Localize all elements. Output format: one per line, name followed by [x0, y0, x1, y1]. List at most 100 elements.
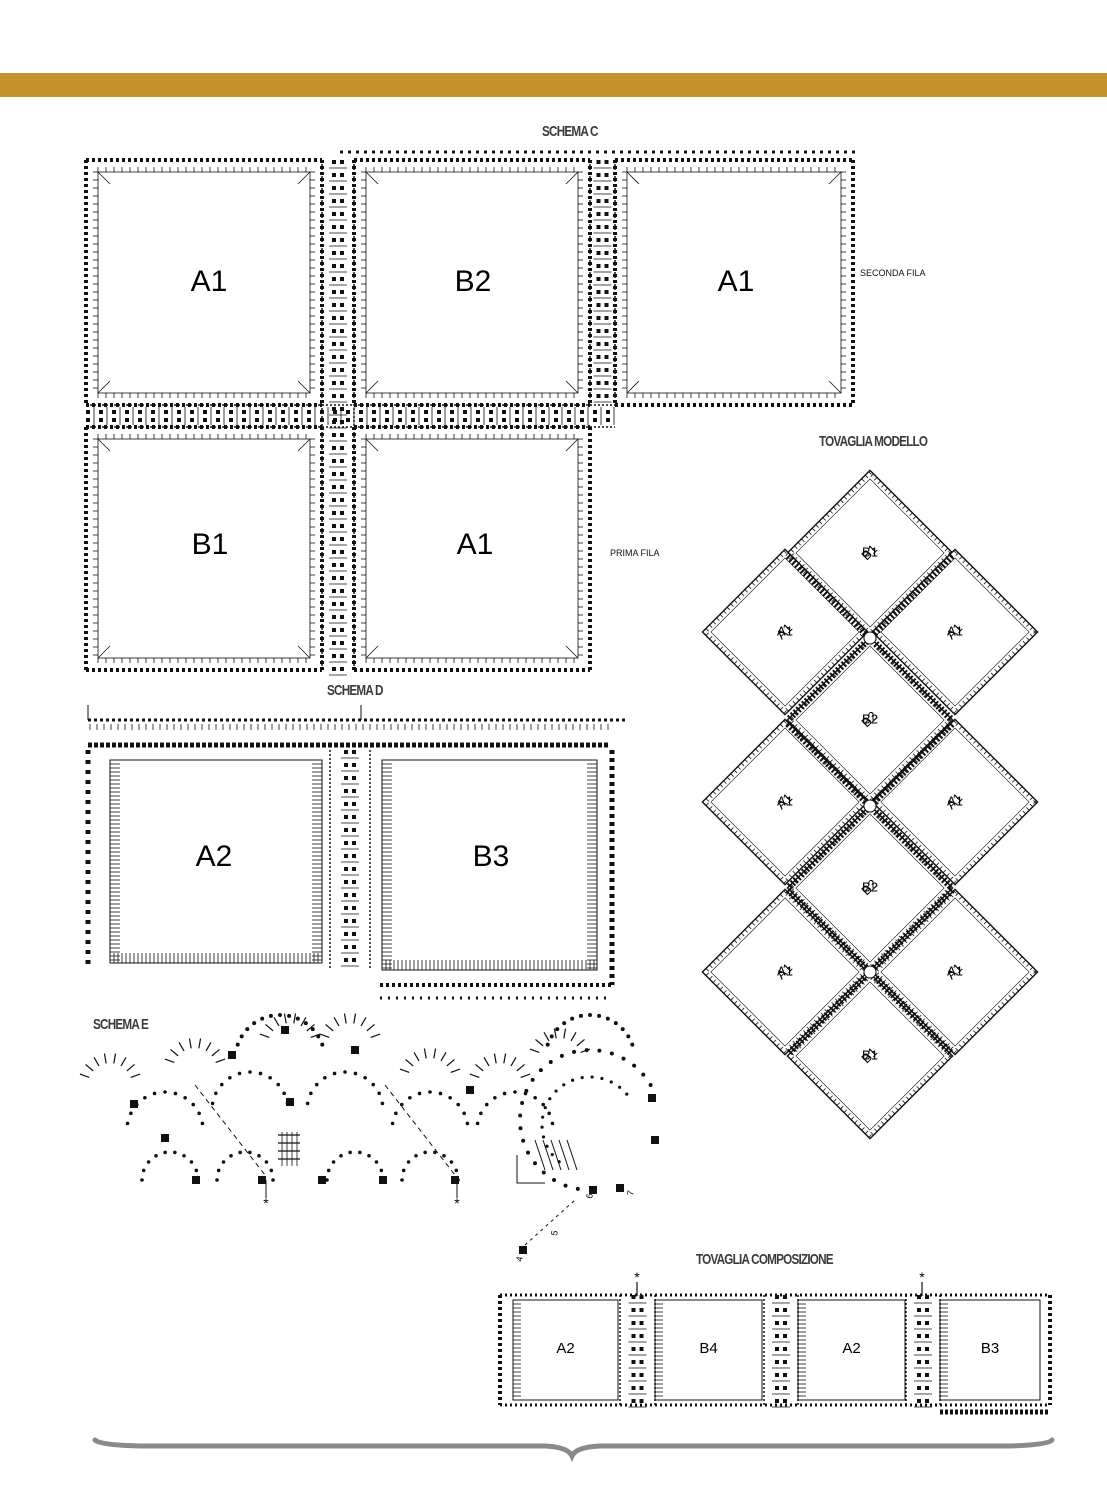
stitch-ticks	[97, 658, 307, 663]
stitch-ticks	[655, 1299, 663, 1401]
stitch-ticks	[93, 171, 98, 389]
schema-e-row-number-1: 4	[514, 1256, 525, 1263]
composizione-square-2	[654, 1299, 763, 1401]
schema-c-label-1: A1	[191, 265, 228, 298]
stitch-ticks	[787, 974, 872, 1060]
schema-d-square-1	[109, 759, 323, 964]
modello-label-3: A1	[947, 623, 963, 638]
modello-label-9: A1	[947, 963, 963, 978]
schema-c-label-3: A1	[718, 265, 755, 298]
schema-c-label-4: B1	[192, 528, 229, 561]
schema-c-strip-horizontal	[86, 404, 615, 428]
stitch-ticks	[361, 171, 366, 389]
stitch-ticks	[702, 968, 787, 1054]
stitch-ticks	[578, 171, 583, 389]
stitch-ticks	[365, 658, 575, 663]
stitch-ticks	[622, 171, 627, 389]
stitch-ticks	[702, 890, 787, 976]
header-band	[0, 73, 1107, 97]
stitch-ticks	[381, 960, 595, 970]
stitch-ticks	[702, 798, 787, 884]
stitch-ticks	[866, 1054, 952, 1139]
stitch-ticks	[97, 393, 307, 398]
composizione-join-3	[905, 1295, 941, 1408]
stitch-ticks	[382, 759, 392, 969]
composizione-square-4	[939, 1299, 1041, 1401]
bottom-brace	[92, 1437, 1055, 1463]
composizione-join-1	[619, 1295, 656, 1408]
stitch-ticks	[365, 167, 575, 172]
composizione-repeat-mark-1: *	[634, 1269, 640, 1285]
schema-c-strip-vertical-right	[589, 160, 616, 405]
stitch-ticks	[940, 1299, 948, 1401]
modello-square-2	[701, 548, 869, 716]
modello-join-cross-2	[785, 721, 955, 891]
modello-join-cross-1	[785, 553, 955, 723]
stitch-ticks	[361, 438, 366, 656]
modello-label-6: A1	[947, 793, 963, 808]
seconda-fila-note: SECONDA FILA	[860, 268, 926, 278]
modello-label-8: A1	[777, 963, 793, 978]
schema-c-label-2: B2	[455, 265, 492, 298]
modello-label-7: B2	[862, 879, 878, 894]
stitch-ticks	[798, 1299, 806, 1401]
composizione-square-3	[797, 1299, 906, 1401]
schema-d-label-2: B3	[473, 840, 510, 873]
modello-label-1: B1	[862, 544, 878, 559]
stitch-ticks	[365, 393, 575, 398]
composizione-label-1: A2	[556, 1340, 574, 1357]
modello-label-4: B2	[862, 711, 878, 726]
modello-join-cross-3	[785, 887, 955, 1057]
stitch-ticks	[951, 800, 1037, 885]
stitch-ticks	[93, 438, 98, 656]
stitch-ticks	[841, 171, 846, 389]
stitch-ticks	[951, 970, 1037, 1055]
stitch-ticks	[97, 434, 307, 439]
stitch-ticks	[89, 724, 609, 730]
schema-c-strip-vertical-left	[321, 160, 355, 676]
composizione-repeat-mark-2: *	[919, 1269, 925, 1285]
stitch-ticks	[626, 167, 836, 172]
composizione-square-1	[512, 1299, 619, 1401]
stitch-ticks	[787, 1052, 872, 1138]
stitch-ticks	[781, 630, 867, 715]
schema-e-edging: 4 5 6 7 * *	[79, 1013, 659, 1263]
composizione-label-2: B4	[699, 1340, 717, 1357]
tovaglia-composizione-title: TOVAGLIA COMPOSIZIONE	[696, 1251, 834, 1268]
stitch-ticks	[109, 953, 323, 963]
schema-e-repeat-mark-2: *	[454, 1195, 460, 1211]
schema-d-strip-vertical	[329, 750, 371, 970]
schema-e-row-number-3: 6	[584, 1193, 595, 1200]
schema-d-frame	[85, 718, 625, 1000]
stitch-ticks	[578, 438, 583, 656]
stitch-ticks	[951, 719, 1037, 804]
prima-fila-note: PRIMA FILA	[610, 548, 660, 558]
composizione-join-2	[763, 1295, 799, 1408]
stitch-ticks	[110, 759, 120, 961]
stitch-ticks	[626, 393, 836, 398]
stitch-ticks	[872, 628, 957, 714]
stitch-ticks	[365, 434, 575, 439]
composizione-label-3: A2	[842, 1340, 860, 1357]
composizione-strip: **	[498, 1269, 1052, 1415]
stitch-ticks	[702, 628, 787, 714]
schema-e-row-number-2: 5	[549, 1230, 560, 1237]
stitch-ticks	[866, 470, 952, 555]
schema-d-label-1: A2	[196, 840, 233, 873]
stitch-ticks	[951, 630, 1037, 715]
stitch-ticks	[97, 167, 307, 172]
schema-e-row-number-4: 7	[625, 1190, 636, 1197]
schema-e-title: SCHEMA E	[93, 1016, 149, 1033]
schema-c-title: SCHEMA C	[542, 123, 599, 140]
stitch-ticks	[702, 720, 787, 806]
stitch-ticks	[787, 471, 872, 557]
stitch-ticks	[702, 550, 787, 636]
modello-label-2: A1	[777, 623, 793, 638]
schema-c-label-5: A1	[457, 528, 494, 561]
schema-e-repeat-mark-1: *	[263, 1195, 269, 1211]
stitch-ticks	[587, 759, 597, 969]
stitch-ticks	[513, 1299, 521, 1401]
stitch-ticks	[310, 171, 315, 389]
tovaglia-modello-title: TOVAGLIA MODELLO	[819, 433, 928, 450]
